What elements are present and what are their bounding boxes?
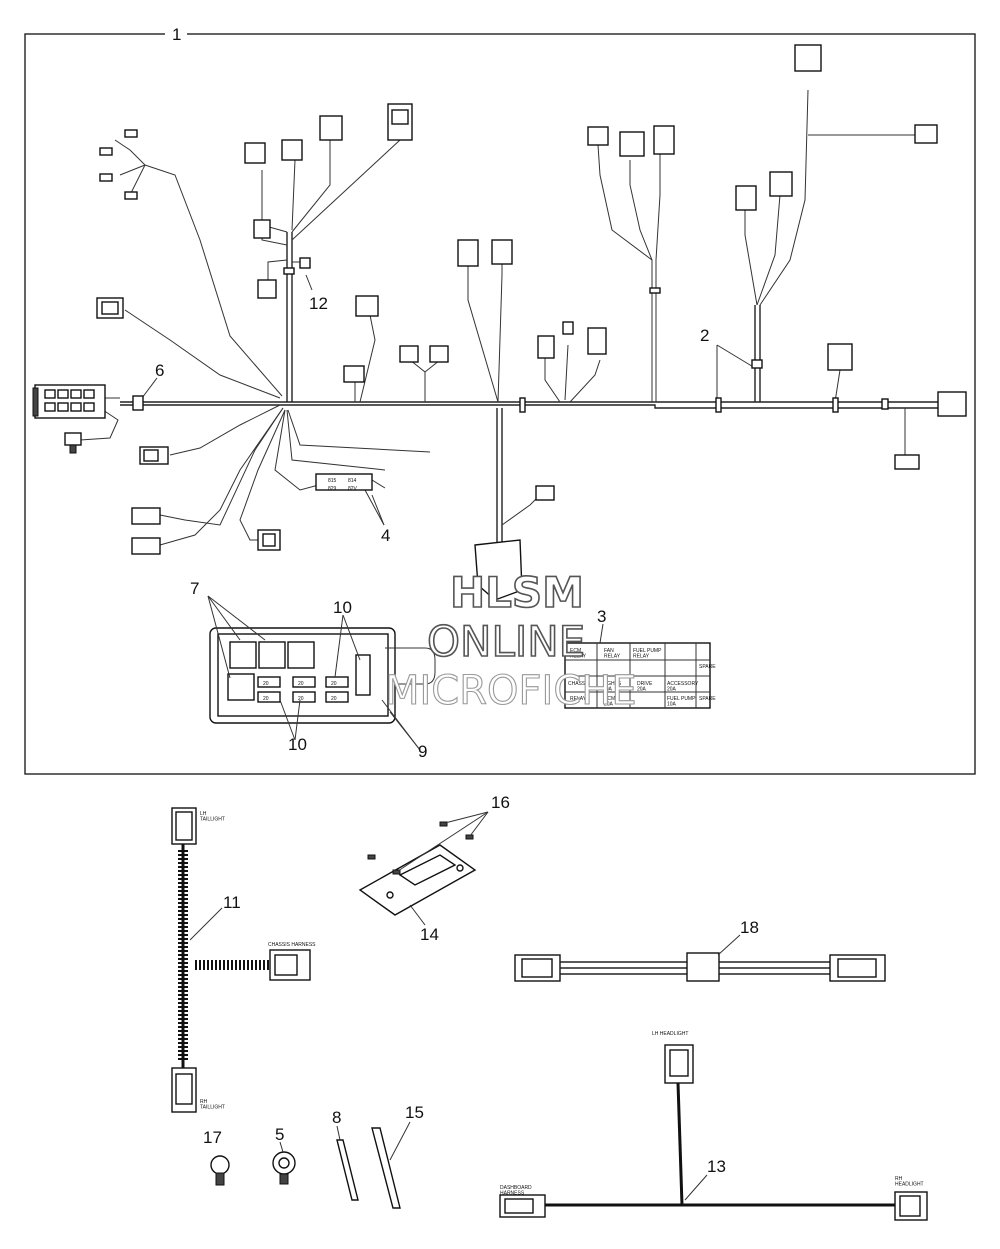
callout-14: 14 xyxy=(420,925,439,944)
jumper-harness-part xyxy=(514,934,886,982)
small-parts xyxy=(210,1121,411,1209)
connector-icon xyxy=(535,485,555,501)
callout-4: 4 xyxy=(381,526,390,545)
callout-3: 3 xyxy=(597,607,606,626)
connector-icon xyxy=(96,297,124,319)
sensor-connector-icon xyxy=(64,432,82,454)
connector-icon xyxy=(139,446,169,465)
callout-17: 17 xyxy=(203,1128,222,1147)
fuse-value: 20 xyxy=(331,681,337,687)
fuse-tag-814: 814 xyxy=(348,478,357,484)
main-harness xyxy=(79,89,940,546)
grommet-icon xyxy=(210,1155,230,1186)
fuse-label-relay: RELAY xyxy=(570,696,587,702)
connector-icon xyxy=(244,103,413,164)
fuse-label-spare-1: SPARE xyxy=(699,664,716,670)
fuse-value: 20 xyxy=(263,681,269,687)
screw-icon xyxy=(367,821,474,875)
connector-icon xyxy=(457,239,513,267)
callout-6: 6 xyxy=(155,361,164,380)
connector-icon xyxy=(735,44,938,211)
cable-tie-icon xyxy=(336,1127,401,1209)
connector-icon xyxy=(537,321,607,359)
fuse-label-spare-2: SPARE xyxy=(699,696,716,702)
callout-5: 5 xyxy=(275,1125,284,1144)
harness-connectors xyxy=(32,44,967,601)
callout-12: 12 xyxy=(309,294,328,313)
callout-13: 13 xyxy=(707,1157,726,1176)
fuse-value: 20 xyxy=(298,696,304,702)
fuse-tag-829: 829 xyxy=(328,486,337,492)
callout-8: 8 xyxy=(332,1108,341,1127)
fuse-tag-82v: 82V xyxy=(348,486,358,492)
connector-icon xyxy=(343,295,449,383)
watermark: HLSM ONLINE MICROFICHE xyxy=(384,567,637,714)
fuse-tag-815: 815 xyxy=(328,478,337,484)
callout-1: 1 xyxy=(172,25,181,44)
fuse-value: 20 xyxy=(331,696,337,702)
fuse-value: 20 xyxy=(298,681,304,687)
watermark-line-3: MICROFICHE xyxy=(385,668,637,714)
ecm-connector-icon xyxy=(32,384,106,419)
fuse-relay-box: 20 20 20 20 20 20 xyxy=(207,595,436,751)
chassis-harness-label: CHASSIS HARNESS xyxy=(268,942,316,948)
callout-2: 2 xyxy=(700,326,709,345)
watermark-line-2: ONLINE xyxy=(427,617,585,666)
fuse-label-chassis: CHASSIS xyxy=(568,681,591,687)
fuse-jumper-icon xyxy=(315,473,373,491)
connector-icon xyxy=(827,343,967,470)
callout-11: 11 xyxy=(223,893,241,912)
connector-icon xyxy=(587,125,675,157)
harness-assembly-frame xyxy=(24,33,976,775)
bracket-icon xyxy=(474,539,523,601)
connector-icon xyxy=(131,507,161,555)
connector-icon xyxy=(253,219,311,299)
callout-9: 9 xyxy=(418,742,427,761)
mounting-plate-part xyxy=(358,811,489,926)
callout-15: 15 xyxy=(405,1103,424,1122)
callout-10: 10 xyxy=(333,598,352,617)
callout-7: 7 xyxy=(190,579,199,598)
fuse-value: 20 xyxy=(263,696,269,702)
connector-icon xyxy=(257,529,281,551)
clamp-icon xyxy=(272,1151,296,1185)
callout-16: 16 xyxy=(491,793,510,812)
callout-10: 10 xyxy=(288,735,307,754)
harness-clips xyxy=(132,267,889,413)
lh-headlight-label: LH HEADLIGHT xyxy=(652,1031,688,1037)
terminal-connector-icon xyxy=(99,129,138,200)
watermark-line-1: HLSM xyxy=(450,568,584,617)
callout-18: 18 xyxy=(740,918,759,937)
